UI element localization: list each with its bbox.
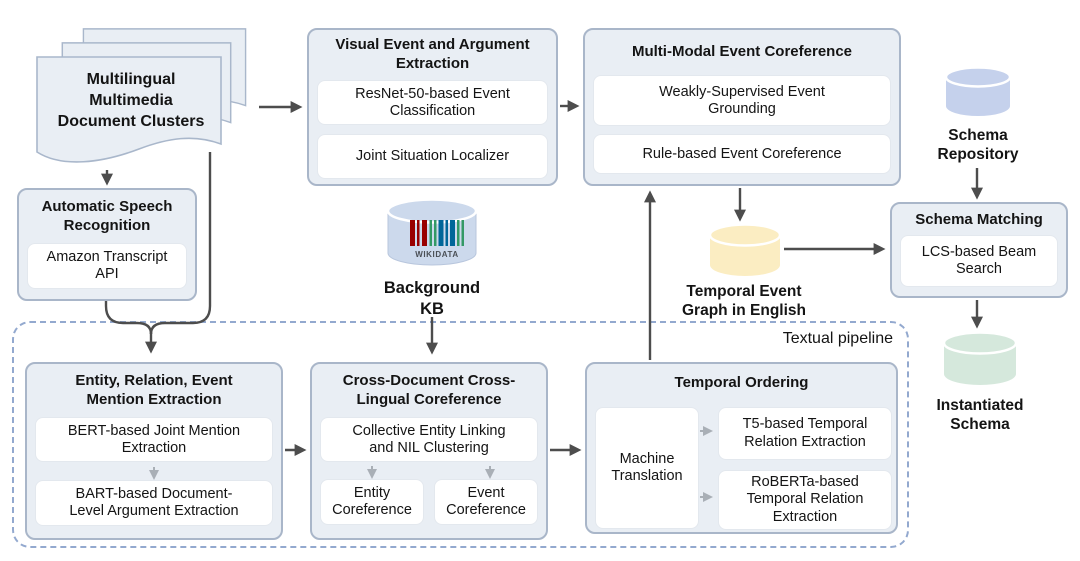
multimodal-item: Rule-based Event Coreference xyxy=(593,134,891,175)
schema-matching-title: Schema Matching xyxy=(915,211,1043,228)
multimodal-item: Weakly-Supervised Event Grounding xyxy=(593,75,891,127)
textual-pipeline-container: Textual pipeline xyxy=(12,321,909,548)
schema-matching-item: LCS-based Beam Search xyxy=(900,235,1058,288)
schema-repository-cylinder-icon xyxy=(944,66,1012,116)
t5-temporal-chip: T5-based Temporal Relation Extraction xyxy=(718,407,892,460)
entity-coreference-chip: Entity Coreference xyxy=(320,479,424,526)
asr-item: Amazon Transcript API xyxy=(27,243,187,290)
temporal-event-graph-cylinder-icon xyxy=(708,223,782,276)
entity-mention-item: BERT-based Joint Mention Extraction xyxy=(35,417,273,463)
asr-title: Automatic Speech Recognition xyxy=(41,198,173,235)
instantiated-schema-label: Instantiated Schema xyxy=(936,397,1024,434)
document-page-icon xyxy=(36,56,222,163)
multimodal-title: Multi-Modal Event Coreference xyxy=(631,43,853,60)
doc-cluster-label: Multilingual Multimedia Document Cluster… xyxy=(57,71,205,130)
visual-event-item: Joint Situation Localizer xyxy=(317,134,548,180)
schema-repository-label: Schema Repository xyxy=(937,127,1019,164)
temporal-ordering-panel: Temporal Ordering Machine Translation T5… xyxy=(585,362,898,534)
temporal-ordering-title: Temporal Ordering xyxy=(674,374,809,391)
multimodal-panel: Multi-Modal Event Coreference Weakly-Sup… xyxy=(583,28,901,186)
entity-mention-panel: Entity, Relation, Event Mention Extracti… xyxy=(25,362,283,540)
background-kb-label: Background KB xyxy=(383,279,481,318)
wikidata-cylinder-icon: WIKIDATA xyxy=(386,198,478,266)
textual-pipeline-label: Textual pipeline xyxy=(782,330,893,347)
visual-event-title: Visual Event and Argument Extraction xyxy=(335,36,530,73)
entity-mention-title: Entity, Relation, Event Mention Extracti… xyxy=(75,372,233,409)
temporal-event-graph-label: Temporal Event Graph in English xyxy=(681,283,806,320)
schema-matching-panel: Schema Matching LCS-based Beam Search xyxy=(890,202,1068,298)
cross-doc-panel: Cross-Document Cross- Lingual Coreferenc… xyxy=(310,362,548,540)
roberta-temporal-chip: RoBERTa-based Temporal Relation Extracti… xyxy=(718,470,892,530)
event-coreference-chip: Event Coreference xyxy=(434,479,538,526)
svg-text:WIKIDATA: WIKIDATA xyxy=(415,250,459,259)
entity-mention-item: BART-based Document- Level Argument Extr… xyxy=(35,480,273,527)
machine-translation-chip: Machine Translation xyxy=(595,407,699,529)
cross-doc-main-item: Collective Entity Linking and NIL Cluste… xyxy=(320,417,538,463)
visual-event-item: ResNet-50-based Event Classification xyxy=(317,80,548,126)
visual-event-panel: Visual Event and Argument Extraction Res… xyxy=(307,28,558,186)
asr-panel: Automatic Speech Recognition Amazon Tran… xyxy=(17,188,197,301)
cross-doc-title: Cross-Document Cross- Lingual Coreferenc… xyxy=(342,372,516,409)
instantiated-schema-cylinder-icon xyxy=(942,331,1018,385)
wikidata-logo: WIKIDATA xyxy=(410,220,464,259)
